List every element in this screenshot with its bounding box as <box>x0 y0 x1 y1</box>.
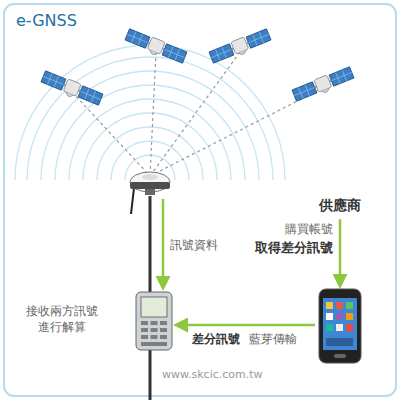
signal-arrow <box>339 219 342 286</box>
edge-label: 藍芽傳輸 <box>249 332 297 348</box>
satellite-rays <box>72 52 323 176</box>
signal-arrow <box>176 324 315 327</box>
emphasis-label: 取得差分訊號 <box>255 240 333 257</box>
smartphone-art <box>318 288 362 364</box>
diagram-title: e-GNSS <box>16 11 77 32</box>
watermark: www.skcic.com.tw <box>162 368 263 382</box>
edge-label: 訊號資料 <box>170 238 218 254</box>
satellite <box>209 28 272 66</box>
edge-label: 購買帳號 <box>285 222 333 238</box>
smartphone <box>318 288 362 364</box>
satellite <box>124 28 187 66</box>
node-text: 供應商 <box>319 196 361 214</box>
satellite <box>292 66 355 104</box>
supplier-node: 供應商 <box>316 194 364 216</box>
gnss-receiver <box>128 170 172 196</box>
signal-arrow <box>162 199 165 288</box>
gnss-receiver-art <box>128 170 172 196</box>
node-text: 接收兩方訊號 進行解算 <box>20 304 104 335</box>
signal-arcs <box>15 45 285 180</box>
radio-antenna <box>131 188 134 214</box>
satellite <box>40 70 103 108</box>
frame <box>4 4 396 396</box>
emphasis-label: 差分訊號 <box>192 332 240 348</box>
controller-device: 接收兩方訊號 進行解算 <box>18 290 174 352</box>
